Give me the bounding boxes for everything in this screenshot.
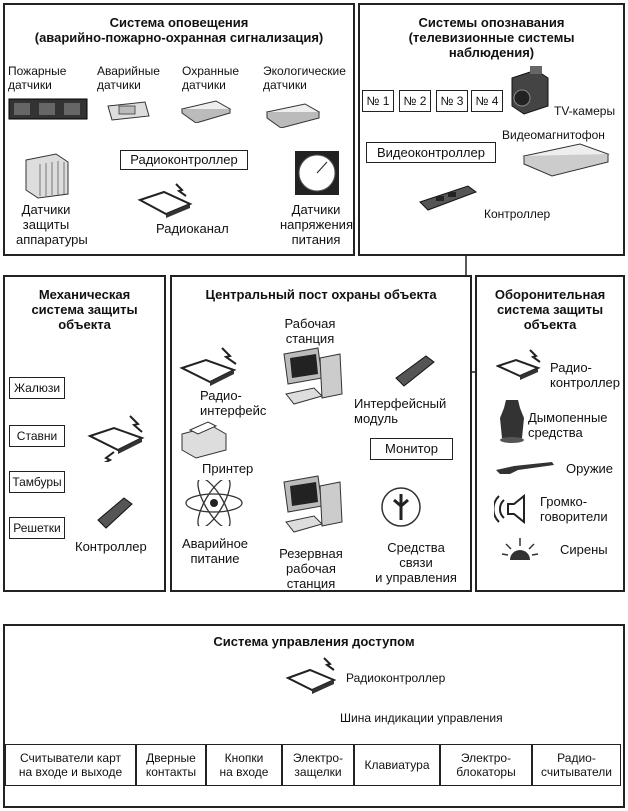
defensive-panel: Оборонительная система защиты объекта <box>475 275 625 592</box>
controller-board-icon <box>419 185 478 211</box>
defensive-radio-label: Радио- контроллер <box>550 360 621 390</box>
mech-controller-board-icon <box>97 497 133 529</box>
vcr-icon <box>522 143 610 177</box>
voltage-sensors-label: Датчики напряжения питания <box>280 202 353 247</box>
camera-1-box: № 1 <box>362 90 394 112</box>
access-item-keyboard: Клавиатура <box>354 744 440 786</box>
mech-item-grates: Решетки <box>9 517 65 539</box>
communication-icon <box>381 487 421 527</box>
access-item-radio-readers: Радио- считыватели <box>532 744 621 786</box>
interface-module-label: Интерфейсный модуль <box>354 396 447 426</box>
radio-channel-icon <box>137 183 193 218</box>
control-bus-label: Шина индикации управления <box>340 711 503 725</box>
access-item-electric-blockers: Электро- блокаторы <box>440 744 532 786</box>
alert-system-panel: Система оповещения (аварийно-пожарно-охр… <box>3 3 355 256</box>
fire-sensor-icon <box>8 98 88 120</box>
loudspeaker-label: Громко- говорители <box>540 494 608 524</box>
loudspeaker-icon <box>494 493 525 525</box>
interface-module-icon <box>395 355 435 387</box>
identification-controller-label: Контроллер <box>484 207 551 221</box>
backup-workstation-label: Резервная рабочая станция <box>279 546 343 591</box>
radio-interface-label: Радио- интерфейс <box>200 388 267 418</box>
alert-system-title: Система оповещения (аварийно-пожарно-охр… <box>34 15 324 45</box>
smoke-foam-label: Дымопенные средства <box>528 410 608 440</box>
equipment-rack-icon <box>25 153 69 199</box>
sirens-label: Сирены <box>560 542 608 557</box>
access-item-entry-buttons: Кнопки на входе <box>206 744 282 786</box>
fire-sensors-label: Пожарные датчики <box>8 64 67 92</box>
mechanical-panel: Механическая система защиты объекта <box>3 275 166 592</box>
siren-icon <box>501 538 539 560</box>
weapon-icon <box>496 462 554 474</box>
vcr-label: Видеомагнитофон <box>502 128 605 142</box>
communication-label: Средства связи и управления <box>375 540 457 585</box>
equipment-sensors-label: Датчики защиты аппаратуры <box>16 202 88 247</box>
emergency-sensor-icon <box>107 101 150 121</box>
mech-radio-icon <box>87 415 145 462</box>
tv-cameras-label: TV-камеры <box>554 104 616 118</box>
access-radio-label: Радиоконтроллер <box>346 671 446 685</box>
radio-channel-label: Радиоканал <box>156 221 229 236</box>
weapon-label: Оружие <box>566 461 614 476</box>
mechanical-title: Механическая система защиты объекта <box>31 287 138 332</box>
access-item-card-readers: Считыватели карт на входе и выходе <box>5 744 136 786</box>
access-title: Система управления доступом <box>213 634 415 649</box>
eco-sensor-icon <box>265 103 321 128</box>
eco-sensors-label: Экологические датчики <box>263 64 346 92</box>
access-radio-icon <box>285 657 337 694</box>
security-sensors-label: Охранные датчики <box>182 64 240 92</box>
camera-2-box: № 2 <box>399 90 431 112</box>
voltage-gauge-icon <box>295 151 339 195</box>
emergency-power-label: Аварийное питание <box>181 536 249 566</box>
central-title: Центральный пост охраны объекта <box>205 287 437 302</box>
security-sensor-icon <box>180 100 232 123</box>
identification-title: Системы опознавания (телевизионные систе… <box>408 15 575 60</box>
mech-controller-label: Контроллер <box>75 539 147 554</box>
video-camera-icon <box>511 66 549 115</box>
printer-label: Принтер <box>202 461 254 476</box>
alert-radio-controller: Радиоконтроллер <box>120 150 248 170</box>
printer-icon <box>181 421 227 459</box>
camera-4-box: № 4 <box>471 90 503 112</box>
video-controller-box: Видеоконтроллер <box>366 142 496 163</box>
backup-workstation-icon <box>283 475 343 533</box>
mech-item-shutters: Ставни <box>9 425 65 447</box>
emergency-power-icon <box>185 480 243 526</box>
access-item-electric-latches: Электро- защелки <box>282 744 354 786</box>
identification-panel: Системы опознавания (телевизионные систе… <box>358 3 625 256</box>
mech-item-vestibules: Тамбуры <box>9 471 65 493</box>
radio-interface-icon <box>179 347 237 386</box>
emergency-sensors-label: Аварийные датчики <box>97 64 160 92</box>
defensive-title: Оборонительная система защиты объекта <box>494 287 606 332</box>
defensive-radio-icon <box>496 349 541 380</box>
mech-item-blinds: Жалюзи <box>9 377 65 399</box>
monitor-box: Монитор <box>370 438 453 460</box>
workstation-label: Рабочая станция <box>284 316 336 346</box>
access-item-door-contacts: Дверные контакты <box>136 744 206 786</box>
smoke-foam-icon <box>500 400 524 443</box>
workstation-icon <box>283 347 343 405</box>
camera-3-box: № 3 <box>436 90 468 112</box>
